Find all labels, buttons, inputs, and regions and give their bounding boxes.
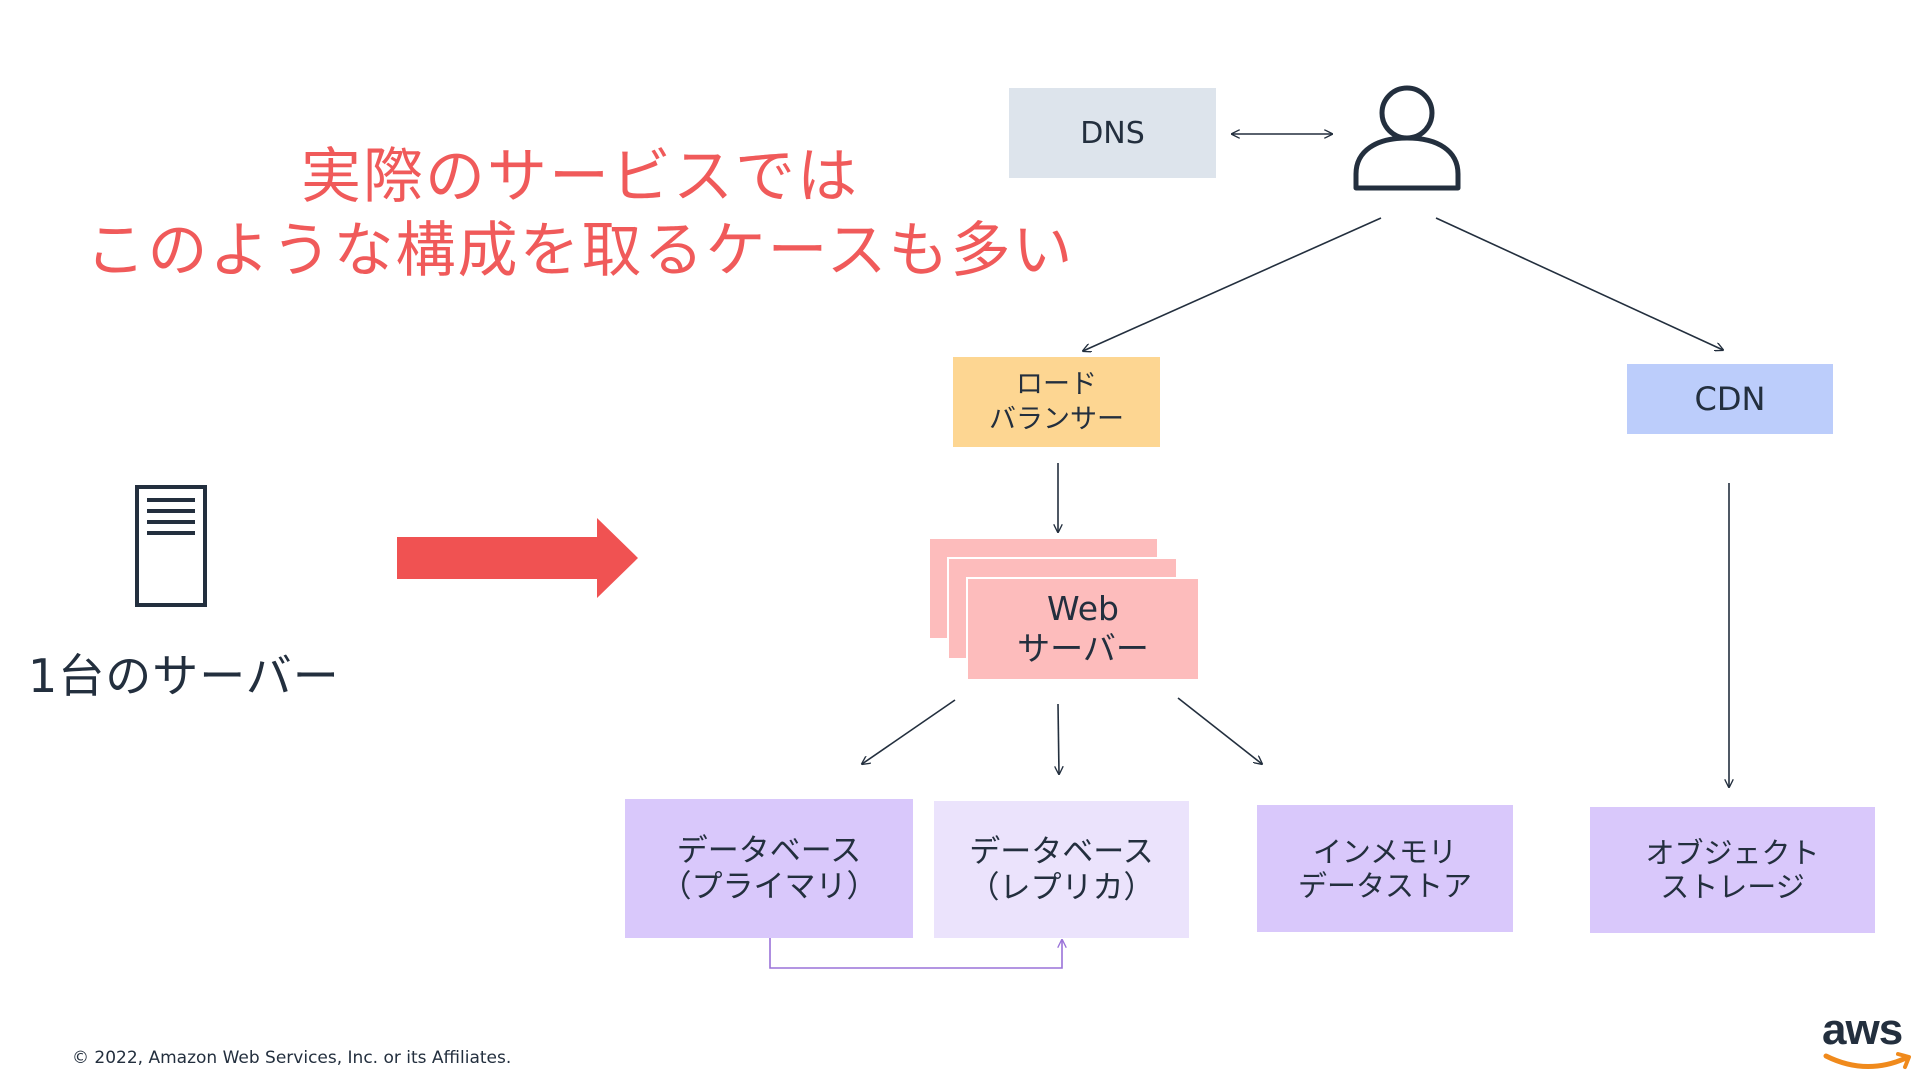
- headline-line-2: このような構成を取るケースも多い: [85, 216, 1075, 286]
- object-storage-label: オブジェクト ストレージ: [1645, 836, 1820, 904]
- db-replica-box: データベース （レプリカ）: [934, 801, 1189, 938]
- user-to-lb-connector: [1083, 217, 1382, 351]
- web-server-box: Web サーバー: [966, 577, 1200, 681]
- dns-label: DNS: [1080, 115, 1145, 151]
- load-balancer-box: ロード バランサー: [953, 357, 1160, 447]
- transition-arrow: [397, 518, 638, 598]
- copyright-footer: © 2022, Amazon Web Services, Inc. or its…: [72, 1048, 512, 1068]
- web-to-memory-connector: [1177, 697, 1262, 764]
- in-memory-store-label: インメモリ データストア: [1297, 834, 1472, 903]
- web-server-label: Web サーバー: [1017, 589, 1149, 668]
- single-server-label: 1台のサーバー: [28, 649, 340, 703]
- web-to-primary-connector: [862, 699, 956, 764]
- replication-connector: [769, 938, 1062, 969]
- object-storage-box: オブジェクト ストレージ: [1590, 807, 1875, 933]
- server-icon: [135, 485, 207, 607]
- cdn-box: CDN: [1627, 364, 1833, 434]
- db-primary-label: データベース （プライマリ）: [660, 832, 878, 905]
- aws-logo-text: aws: [1822, 1005, 1903, 1054]
- load-balancer-label: ロード バランサー: [989, 369, 1124, 435]
- user-to-cdn-connector: [1435, 217, 1723, 350]
- aws-logo: aws: [1822, 1008, 1914, 1076]
- aws-smile-icon: [1823, 1052, 1911, 1069]
- headline-line-1: 実際のサービスでは: [301, 142, 859, 212]
- cdn-label: CDN: [1694, 380, 1766, 418]
- web-to-replica-connector: [1058, 703, 1059, 774]
- db-replica-label: データベース （レプリカ）: [968, 833, 1155, 906]
- dns-box: DNS: [1009, 88, 1216, 178]
- db-primary-box: データベース （プライマリ）: [625, 799, 913, 938]
- user-icon: [1353, 85, 1461, 191]
- in-memory-store-box: インメモリ データストア: [1257, 805, 1513, 932]
- headline: 実際のサービスでは このような構成を取るケースも多い: [80, 140, 1080, 288]
